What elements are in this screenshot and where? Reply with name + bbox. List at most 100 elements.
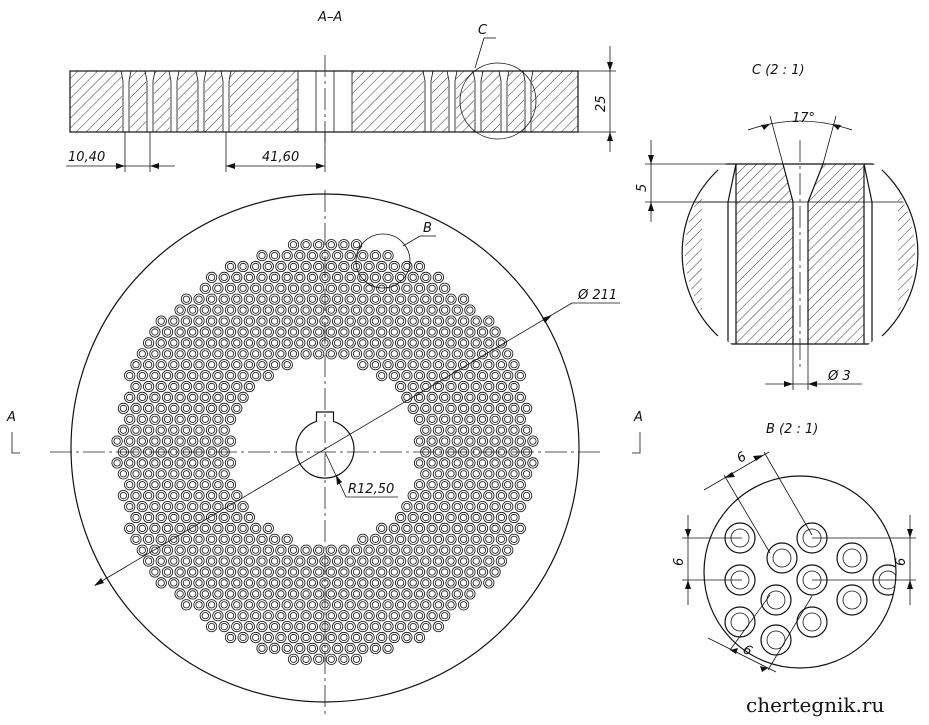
perforation-hole — [275, 326, 287, 338]
perforation-hole — [130, 533, 142, 545]
perforation-hole — [457, 380, 470, 393]
perforation-hole — [413, 522, 426, 535]
perforation-hole — [149, 326, 161, 338]
perforation-hole — [313, 566, 325, 578]
perforation-hole — [212, 435, 224, 447]
perforation-hole — [388, 260, 400, 273]
detail-b-view: В (2 : 1) 6 6 6 — [672, 422, 916, 673]
perforation-hole — [168, 511, 180, 524]
perforation-hole — [243, 271, 255, 283]
perforation-hole — [426, 326, 438, 338]
perforation-hole — [445, 359, 457, 371]
perforation-hole — [149, 544, 161, 556]
perforation-hole — [149, 500, 161, 513]
perforation-hole — [376, 326, 388, 338]
perforation-hole — [231, 620, 243, 633]
perforation-hole — [268, 337, 281, 349]
perforation-hole — [155, 315, 167, 327]
perforation-hole — [136, 348, 148, 360]
perforation-hole — [476, 369, 489, 382]
perforation-hole — [212, 457, 224, 469]
depth-dimension: 5 — [635, 140, 740, 222]
perforation-hole — [206, 359, 218, 371]
perforation-hole — [413, 500, 426, 513]
perforation-hole — [231, 511, 243, 524]
perforation-hole — [344, 555, 356, 567]
perforation-hole — [231, 555, 243, 567]
perforation-hole — [250, 304, 262, 316]
perforation-hole — [117, 468, 130, 480]
perforation-hole — [262, 588, 274, 600]
perforation-hole — [275, 282, 287, 294]
perforation-hole — [527, 435, 539, 447]
perforation-hole — [224, 500, 237, 513]
perforation-hole — [168, 489, 180, 502]
perforation-hole — [495, 380, 507, 393]
perforation-hole — [350, 653, 363, 665]
perforation-hole — [180, 402, 192, 414]
section-hole — [220, 70, 232, 132]
perforation-hole — [464, 435, 476, 447]
perforation-hole — [508, 533, 520, 545]
perforation-hole — [155, 489, 167, 502]
perforation-hole — [275, 631, 287, 644]
b-right-dimension: 6 — [812, 515, 916, 605]
perforation-hole — [357, 271, 369, 283]
perforation-hole — [350, 260, 363, 273]
b-right-label: 6 — [894, 558, 909, 566]
perforation-hole — [457, 424, 470, 436]
perforation-hole — [413, 348, 426, 360]
cut-marker-right-label: А — [633, 410, 643, 425]
perforation-hole — [199, 391, 211, 403]
angle-label: 17° — [792, 111, 815, 126]
perforation-hole — [445, 424, 457, 436]
b-left-label: 6 — [672, 558, 687, 566]
perforation-hole — [527, 457, 539, 469]
perforation-hole — [344, 293, 356, 305]
perforation-hole — [445, 555, 457, 567]
perforation-hole — [508, 380, 520, 393]
perforation-hole — [256, 620, 268, 633]
perforation-hole — [287, 566, 300, 578]
perforation-hole — [401, 369, 413, 382]
perforation-hole — [483, 337, 495, 349]
perforation-hole — [199, 566, 211, 578]
perforation-hole — [262, 566, 274, 578]
perforation-hole — [231, 271, 243, 283]
perforation-hole — [401, 544, 413, 556]
perforation-hole — [376, 282, 388, 294]
perforation-hole — [136, 457, 148, 469]
perforation-hole — [281, 620, 293, 633]
perforation-hole — [306, 599, 318, 611]
perforation-hole — [483, 533, 495, 545]
perforation-hole — [407, 620, 419, 633]
perforation-hole — [407, 599, 419, 611]
perforation-hole — [476, 391, 489, 403]
perforation-hole — [464, 566, 476, 578]
perforation-hole — [199, 282, 211, 294]
perforation-hole — [470, 337, 482, 349]
perforation-hole — [287, 239, 300, 251]
perforation-hole — [426, 348, 438, 360]
perforation-hole — [300, 566, 312, 578]
perforation-hole — [161, 435, 174, 447]
perforation-hole — [180, 555, 192, 567]
perforation-hole — [275, 348, 287, 360]
perforation-hole — [199, 304, 211, 316]
perforation-hole — [325, 610, 337, 622]
perforation-hole — [388, 631, 400, 644]
b-bottom-label: 6 — [740, 642, 754, 659]
perforation-hole — [388, 522, 400, 535]
perforation-hole — [187, 413, 199, 425]
section-a-a: А–А 25 10,40 41,60 — [66, 10, 616, 172]
perforation-hole — [476, 566, 489, 578]
perforation-hole — [344, 642, 356, 655]
perforation-hole — [376, 588, 388, 600]
perforation-hole — [439, 435, 451, 447]
perforation-hole — [413, 479, 426, 491]
thickness-dimension: 25 — [578, 46, 616, 152]
perforation-hole — [224, 391, 237, 403]
perforation-hole — [243, 359, 255, 371]
perforation-hole — [224, 588, 237, 600]
perforation-hole — [338, 566, 350, 578]
